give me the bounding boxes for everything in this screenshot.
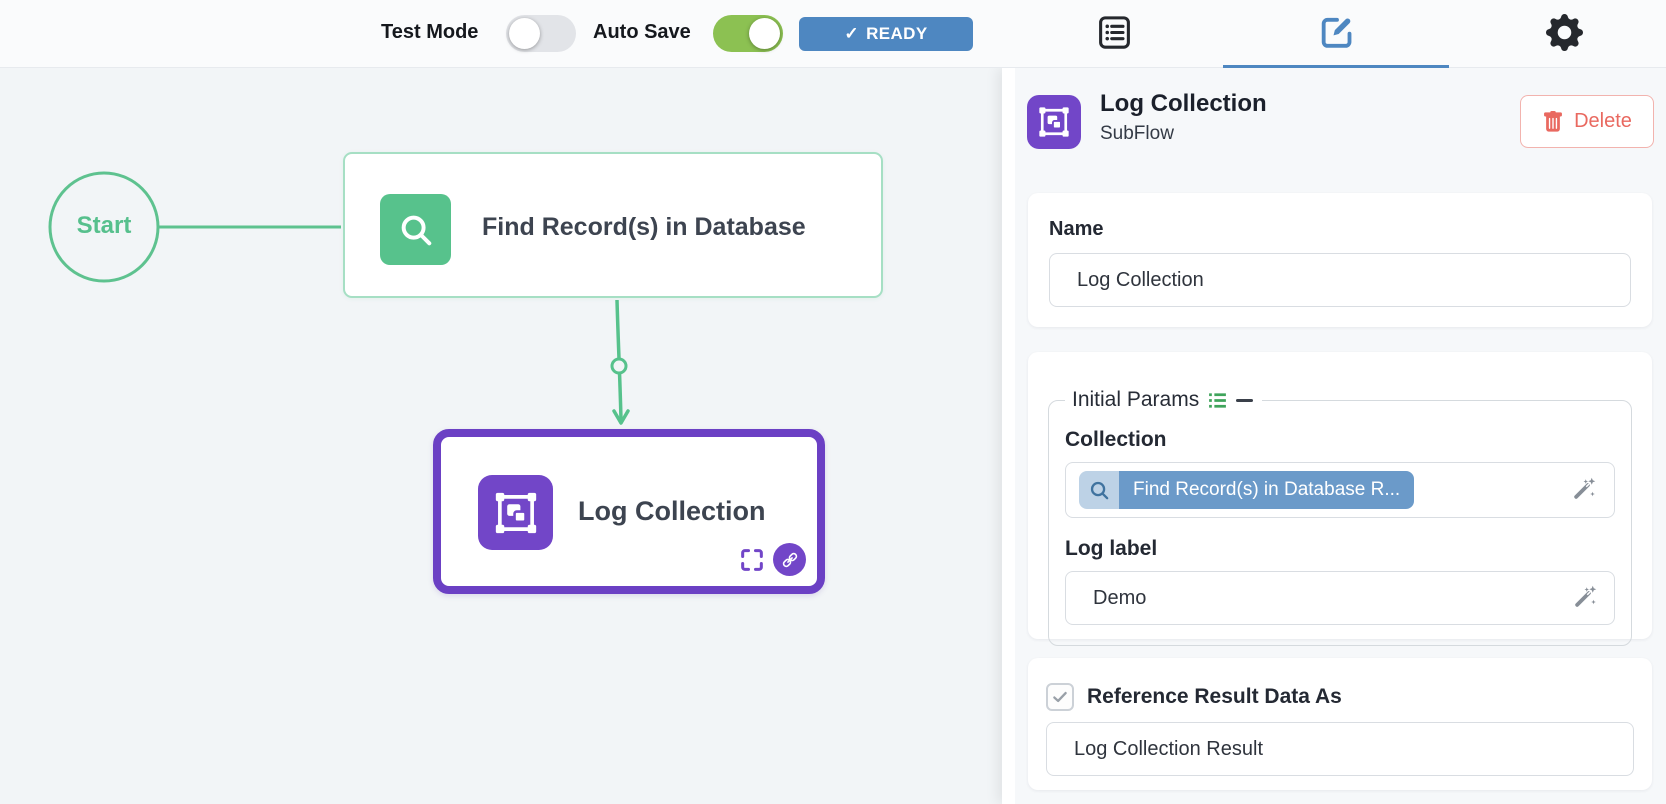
collection-reference-chip[interactable]: Find Record(s) in Database R... xyxy=(1079,471,1415,509)
initial-params-card: Initial Params Collection Find Record(s)… xyxy=(1028,352,1652,646)
reference-checkbox[interactable] xyxy=(1046,683,1074,711)
collapse-minus-icon[interactable] xyxy=(1236,398,1254,402)
magic-wand-icon[interactable] xyxy=(1568,475,1598,505)
name-input[interactable] xyxy=(1049,253,1631,307)
reference-result-card: Reference Result Data As xyxy=(1028,658,1652,790)
log-label-input[interactable] xyxy=(1065,571,1615,625)
edge-midpoint-handle xyxy=(610,357,628,375)
test-mode-toggle[interactable] xyxy=(506,15,576,52)
name-card: Name xyxy=(1028,193,1652,327)
reference-label: Reference Result Data As xyxy=(1087,685,1342,708)
node-settings-panel: Log Collection SubFlow Delete Name Initi… xyxy=(1002,68,1666,804)
collection-field-label: Collection xyxy=(1065,428,1167,451)
trash-icon xyxy=(1544,110,1563,132)
search-icon xyxy=(1079,471,1119,509)
toggle-knob xyxy=(509,18,540,49)
auto-save-label: Auto Save xyxy=(593,21,691,43)
start-node-circle xyxy=(48,171,160,283)
reference-result-input[interactable] xyxy=(1046,722,1634,776)
link-icon[interactable] xyxy=(773,543,806,576)
edit-pencil-square-icon[interactable] xyxy=(1317,12,1357,52)
gear-icon[interactable] xyxy=(1544,12,1584,52)
subflow-object-group-icon xyxy=(478,475,553,550)
node-log-collection-selected[interactable]: Log Collection xyxy=(433,429,825,594)
test-mode-label: Test Mode xyxy=(381,21,479,43)
legend-label: Initial Params xyxy=(1072,388,1200,411)
log-label-wrap xyxy=(1065,571,1615,625)
flow-canvas[interactable]: Start Find Record(s) in Database Log Col… xyxy=(0,68,1002,804)
panel-subtitle: SubFlow xyxy=(1100,123,1174,144)
magic-wand-icon[interactable] xyxy=(1569,583,1599,613)
subflow-object-group-icon xyxy=(1027,95,1081,149)
search-icon xyxy=(380,194,451,265)
toggle-knob xyxy=(749,18,780,49)
initial-params-legend: Initial Params xyxy=(1065,388,1262,412)
chip-label: Find Record(s) in Database R... xyxy=(1119,471,1415,509)
start-node-label[interactable]: Start xyxy=(76,212,132,239)
collection-input[interactable]: Find Record(s) in Database R... xyxy=(1065,462,1615,518)
check-icon: ✓ xyxy=(844,24,860,43)
expand-icon[interactable] xyxy=(737,545,767,575)
panel-title: Log Collection xyxy=(1100,90,1267,117)
ready-label: READY xyxy=(866,24,928,43)
node-title: Log Collection xyxy=(578,496,766,526)
node-title: Find Record(s) in Database xyxy=(482,212,806,241)
topbar: Test Mode Auto Save ✓ READY xyxy=(0,0,1666,68)
panel-scrollbar-gutter[interactable] xyxy=(1002,68,1015,804)
ready-status-badge: ✓ READY xyxy=(799,17,973,51)
journal-list-icon[interactable] xyxy=(1094,12,1134,52)
green-list-icon xyxy=(1209,392,1227,408)
name-field-label: Name xyxy=(1049,218,1104,240)
active-tab-indicator xyxy=(1223,65,1449,68)
delete-button[interactable]: Delete xyxy=(1520,95,1654,148)
auto-save-toggle[interactable] xyxy=(713,15,783,52)
delete-label: Delete xyxy=(1574,110,1632,132)
node-find-records[interactable]: Find Record(s) in Database xyxy=(343,152,883,298)
flow-edges xyxy=(48,171,630,425)
checkbox-check-icon xyxy=(1053,691,1067,703)
log-label-field-label: Log label xyxy=(1065,537,1158,560)
initial-params-fieldset: Initial Params Collection Find Record(s)… xyxy=(1048,388,1632,646)
